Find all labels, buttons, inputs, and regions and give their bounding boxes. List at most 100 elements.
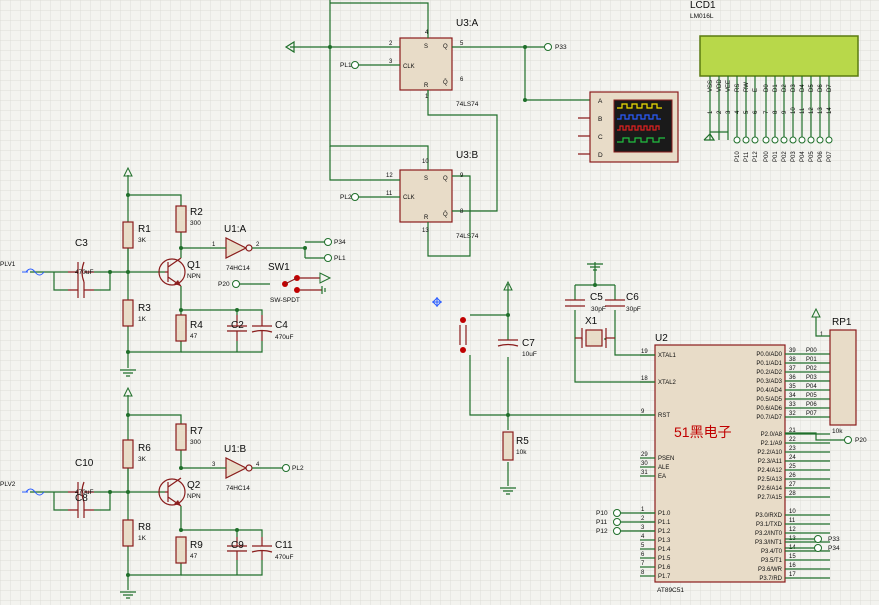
lcd-pins: VSS1VDD2VEE3RS4P10RW5P11E6P12D07P00D18P0… xyxy=(703,76,833,162)
label-pl1-top: PL1 xyxy=(340,61,359,69)
mcu-pin-number: 22 xyxy=(789,437,796,443)
svg-text:13: 13 xyxy=(422,228,429,234)
transistor-q2[interactable]: Q2 NPN xyxy=(158,477,201,507)
inverter-u1b[interactable]: U1:B 74HC14 3 4 xyxy=(212,444,260,492)
lcd-net-label: P07 xyxy=(827,151,833,162)
svg-text:P11: P11 xyxy=(596,519,607,526)
lcd-pin-number: 3 xyxy=(726,110,732,114)
lcd-pin-number: 2 xyxy=(717,110,723,114)
capacitor-c2[interactable]: C2 xyxy=(227,315,247,341)
svg-text:U1:B: U1:B xyxy=(224,444,247,455)
crystal-x1[interactable]: X1 xyxy=(575,316,615,348)
mcu-pin-name: P2.5/A13 xyxy=(757,477,782,483)
u3b-pin-s: S xyxy=(424,176,428,182)
transistor-q1[interactable]: Q1 NPN xyxy=(158,257,201,287)
scope-ch-b: B xyxy=(598,116,602,123)
flipflop-u3b[interactable]: U3:B 74LS74 S CLK R Q Q̄ xyxy=(399,150,479,240)
mcu-pin-name: P0.1/AD1 xyxy=(756,361,782,367)
mcu-pin-name: P3.4/T0 xyxy=(761,549,783,555)
inverter-u1a[interactable]: U1:A 74HC14 1 2 xyxy=(212,224,260,272)
lcd-terminal xyxy=(807,136,815,144)
lcd-terminal xyxy=(816,136,824,144)
mcu-pin-name: P0.6/AD6 xyxy=(756,406,782,412)
mcu-pin-number: 36 xyxy=(789,375,796,381)
svg-text:C7: C7 xyxy=(522,338,535,349)
mcu-pin-number: 16 xyxy=(789,563,796,569)
mcu-net-label: P04 xyxy=(806,384,817,390)
u3a-pin-qbar: Q̄ xyxy=(443,79,448,86)
label-p34-mcu: P34 xyxy=(785,544,840,552)
mcu-pin-name: P0.4/AD4 xyxy=(756,388,782,394)
mcu-net-label: P03 xyxy=(806,375,817,381)
mcu-pin-number: 27 xyxy=(789,482,796,488)
svg-text:6: 6 xyxy=(460,77,464,83)
lcd-pin-label: D6 xyxy=(818,84,824,92)
source-plv2: PLV2 xyxy=(0,481,45,496)
mcu-pin-name: XTAL1 xyxy=(658,353,677,359)
label-pl2: PL2 xyxy=(282,464,304,472)
oscilloscope[interactable]: A B C D xyxy=(578,91,679,163)
svg-text:P12: P12 xyxy=(596,528,608,535)
microcontroller-u2[interactable]: U2 AT89C51 xyxy=(654,333,786,594)
mcu-pin-name: P2.0/A8 xyxy=(761,432,783,438)
capacitor-c8[interactable]: C8 xyxy=(68,493,94,518)
lcd-terminal xyxy=(771,136,779,144)
svg-text:12: 12 xyxy=(386,173,393,179)
svg-text:470uF: 470uF xyxy=(75,489,93,496)
mcu-pin-name: P2.1/A9 xyxy=(761,441,783,447)
mcu-net-label: P05 xyxy=(806,393,817,399)
capacitor-c1[interactable] xyxy=(68,282,94,298)
lcd-terminal xyxy=(751,136,759,144)
capacitor-c9[interactable]: C9 xyxy=(227,537,247,560)
resistor-pack-rp1[interactable]: RP1 10k 1 xyxy=(811,307,857,435)
svg-text:4: 4 xyxy=(425,30,429,36)
mcu-pin-number: 37 xyxy=(789,366,796,372)
mcu-pin-name: P1.5 xyxy=(658,556,671,562)
svg-text:Q2: Q2 xyxy=(187,480,201,491)
svg-text:3: 3 xyxy=(212,462,216,468)
mcu-pin-name: P3.6/WR xyxy=(758,567,783,573)
lcd-pin-number: 12 xyxy=(809,107,815,114)
mcu-net-label: P01 xyxy=(806,357,817,363)
lcd-display[interactable]: LCD1 LM016L xyxy=(690,0,859,77)
svg-text:PLV1: PLV1 xyxy=(0,261,16,268)
mcu-pin-number: 35 xyxy=(789,384,796,390)
svg-text:R4: R4 xyxy=(190,320,203,331)
switch-sw1[interactable]: SW1 SW-SPDT xyxy=(268,262,332,304)
mcu-pin-name: P1.2 xyxy=(658,529,671,535)
lcd-terminal xyxy=(733,136,741,144)
flipflop-wires xyxy=(284,0,590,257)
mcu-pin-number: 15 xyxy=(789,554,796,560)
u3a-pin-s: S xyxy=(424,44,428,50)
svg-text:PL2: PL2 xyxy=(292,465,304,472)
flipflop-u3a[interactable]: U3:A 74LS74 S CLK R Q Q̄ xyxy=(399,18,479,108)
svg-text:300: 300 xyxy=(190,220,201,227)
svg-text:PLV2: PLV2 xyxy=(0,481,16,488)
svg-text:P34: P34 xyxy=(334,239,346,246)
lcd-pin-number: 14 xyxy=(827,107,833,114)
lcd-pin-number: 8 xyxy=(773,110,779,114)
label-p33-top: P33 xyxy=(544,43,567,51)
svg-text:470uF: 470uF xyxy=(275,554,293,561)
svg-text:470uF: 470uF xyxy=(75,269,93,276)
lcd-pin-label: VDD xyxy=(717,79,723,92)
mcu-pin-number: 31 xyxy=(641,470,648,476)
svg-text:1: 1 xyxy=(212,242,216,248)
